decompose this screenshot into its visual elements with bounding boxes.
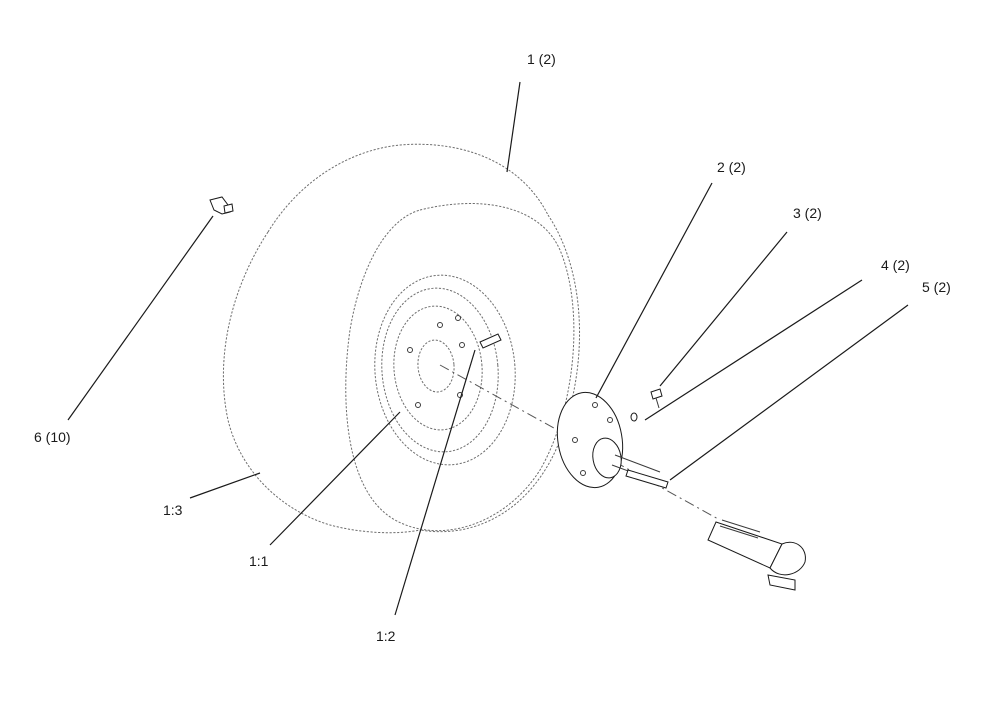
key-drawing xyxy=(625,469,669,489)
tire-drawing xyxy=(222,143,581,534)
callout-tire-assembly: 1 (2) xyxy=(527,51,556,67)
valve-stem-drawing xyxy=(479,333,502,349)
hub-bolt-drawing xyxy=(650,388,663,409)
rim-drawing xyxy=(374,274,516,466)
axle-shaft-drawing xyxy=(707,519,806,591)
leader-lines xyxy=(67,81,909,616)
callout-rim: 1:1 xyxy=(249,553,269,569)
hub-drawing xyxy=(556,391,661,489)
callout-valve-stem: 1:2 xyxy=(376,628,396,644)
callout-hub-bolt: 3 (2) xyxy=(793,205,822,221)
callout-lug-nut: 6 (10) xyxy=(34,429,71,445)
callout-washer: 4 (2) xyxy=(881,257,910,273)
washer-drawing xyxy=(630,412,638,422)
callout-hub: 2 (2) xyxy=(717,159,746,175)
callout-tire: 1:3 xyxy=(163,502,183,518)
lug-nut-drawing xyxy=(209,196,234,215)
callout-key: 5 (2) xyxy=(922,279,951,295)
